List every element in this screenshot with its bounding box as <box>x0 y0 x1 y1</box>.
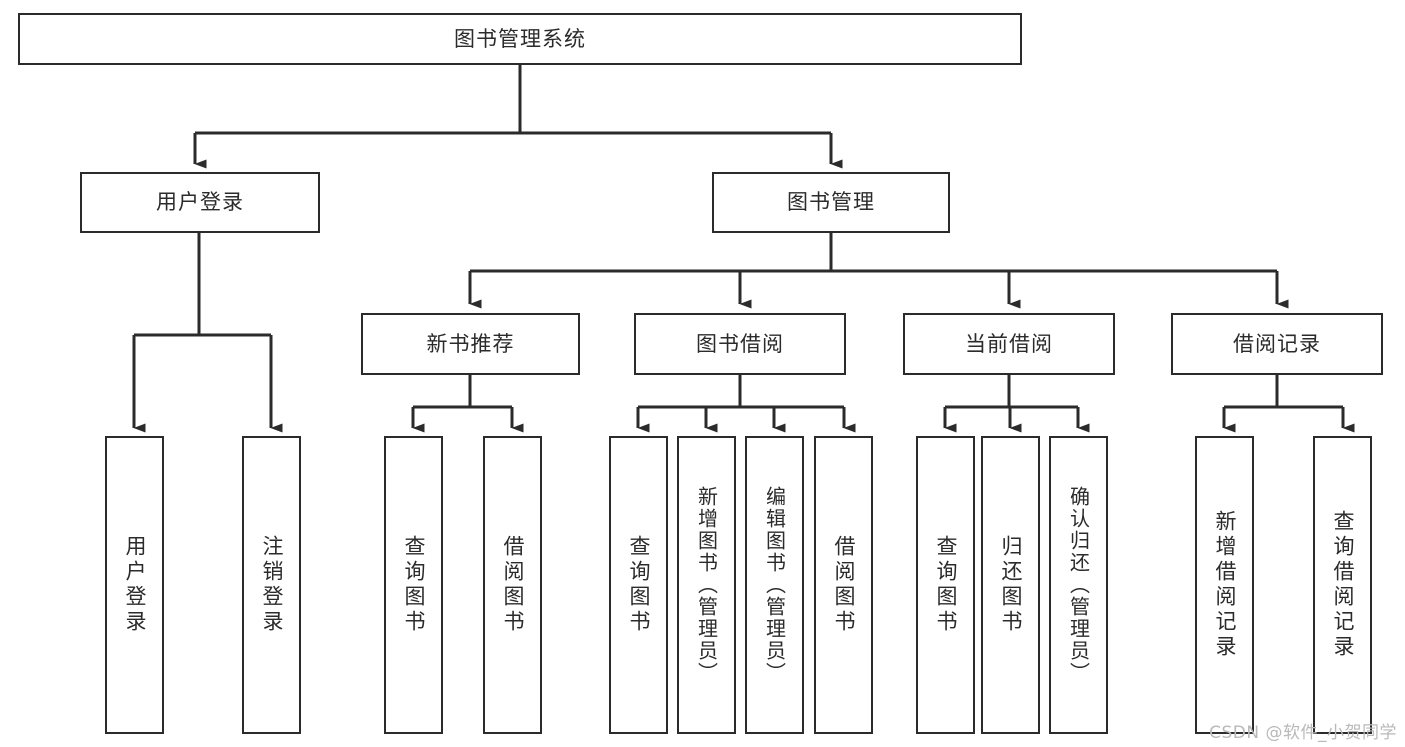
leaf-add-record[interactable]: 新增借阅记录 <box>1195 436 1254 734</box>
leaf-query-record-label: 查询借阅记录 <box>1331 510 1355 660</box>
leaf-query-book-3[interactable]: 查询图书 <box>916 436 975 734</box>
node-current-borrow-label: 当前借阅 <box>965 331 1053 356</box>
node-borrow-record[interactable]: 借阅记录 <box>1171 313 1383 375</box>
node-borrow-record-label: 借阅记录 <box>1233 331 1321 356</box>
node-current-borrow[interactable]: 当前借阅 <box>903 313 1115 375</box>
node-book-borrow[interactable]: 图书借阅 <box>634 313 846 375</box>
node-book-borrow-label: 图书借阅 <box>696 331 784 356</box>
leaf-edit-book-label: 编辑图书（管理员） <box>762 486 787 684</box>
node-root-label: 图书管理系统 <box>454 26 586 51</box>
leaf-return-book-label: 归还图书 <box>999 535 1023 635</box>
leaf-add-book[interactable]: 新增图书（管理员） <box>677 436 736 734</box>
leaf-query-book-3-label: 查询图书 <box>934 535 958 635</box>
leaf-return-book[interactable]: 归还图书 <box>981 436 1040 734</box>
leaf-user-login-label: 用户登录 <box>123 535 147 635</box>
leaf-query-book-2[interactable]: 查询图书 <box>609 436 668 734</box>
leaf-query-book-2-label: 查询图书 <box>627 535 651 635</box>
node-new-book-recommend[interactable]: 新书推荐 <box>361 313 580 375</box>
leaf-add-book-label: 新增图书（管理员） <box>694 486 719 684</box>
leaf-user-logout-label: 注销登录 <box>260 535 284 635</box>
leaf-query-book-1-label: 查询图书 <box>402 535 426 635</box>
leaf-borrow-book-1[interactable]: 借阅图书 <box>483 436 542 734</box>
leaf-confirm-return-label: 确认归还（管理员） <box>1066 486 1091 684</box>
leaf-query-book-1[interactable]: 查询图书 <box>384 436 443 734</box>
node-new-book-recommend-label: 新书推荐 <box>426 331 515 356</box>
leaf-query-record[interactable]: 查询借阅记录 <box>1313 436 1372 734</box>
leaf-user-login[interactable]: 用户登录 <box>105 436 164 734</box>
leaf-add-record-label: 新增借阅记录 <box>1213 510 1237 660</box>
leaf-borrow-book-2-label: 借阅图书 <box>832 535 856 635</box>
node-book-manage-label: 图书管理 <box>787 190 875 215</box>
node-root[interactable]: 图书管理系统 <box>18 13 1022 65</box>
leaf-borrow-book-1-label: 借阅图书 <box>501 535 525 635</box>
node-book-manage[interactable]: 图书管理 <box>712 172 950 233</box>
leaf-borrow-book-2[interactable]: 借阅图书 <box>814 436 873 734</box>
node-user-login[interactable]: 用户登录 <box>80 172 320 233</box>
node-user-login-label: 用户登录 <box>156 190 244 215</box>
leaf-edit-book[interactable]: 编辑图书（管理员） <box>745 436 804 734</box>
leaf-user-logout[interactable]: 注销登录 <box>242 436 301 734</box>
watermark: CSDN @软件_小贺同学 <box>1209 723 1397 743</box>
leaf-confirm-return[interactable]: 确认归还（管理员） <box>1049 436 1108 734</box>
